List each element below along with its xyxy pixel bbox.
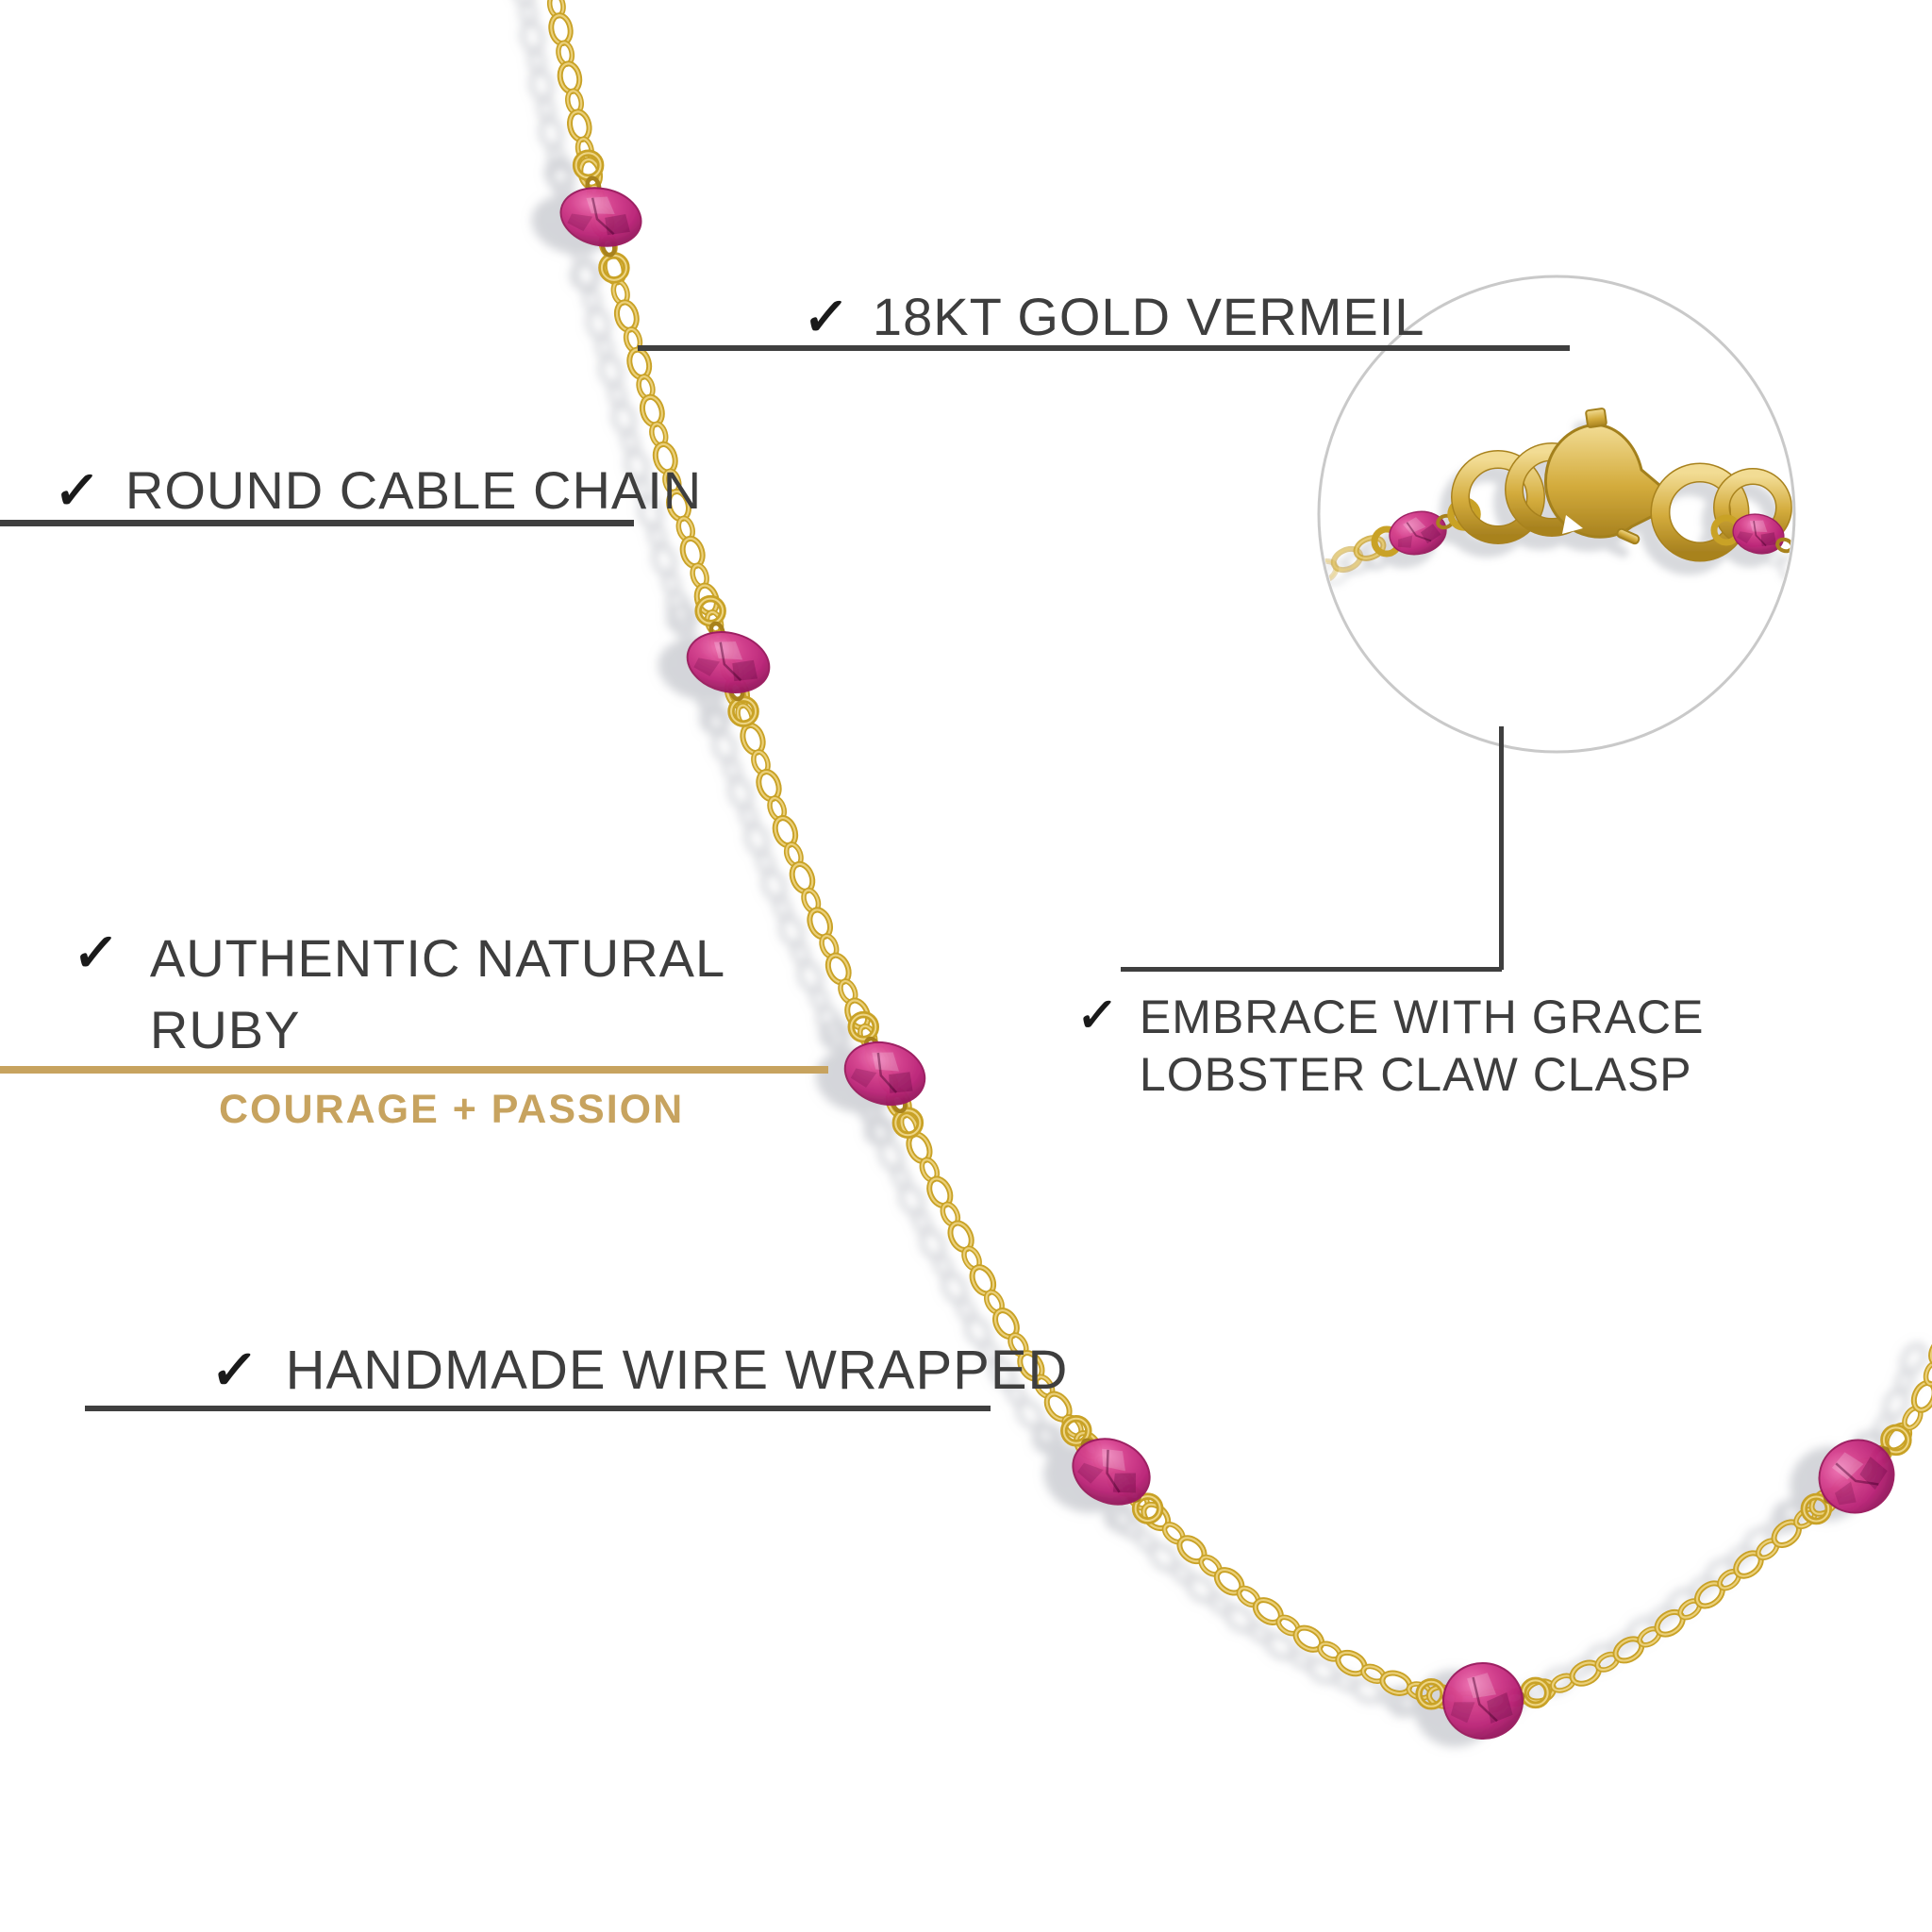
ruby-bead [1818, 1439, 1895, 1514]
underline-gold-vermeil [638, 345, 1570, 351]
callout-authentic-ruby-line1: AUTHENTIC NATURAL [149, 928, 726, 988]
ruby-bead [1442, 1661, 1524, 1740]
callout-lobster-clasp-line1: EMBRACE WITH GRACE [1139, 991, 1705, 1043]
callout-cable-chain-label: ROUND CABLE CHAIN [125, 460, 703, 520]
underline-cable-chain [0, 520, 634, 526]
callout-handmade-label: HANDMADE WIRE WRAPPED [285, 1340, 1069, 1401]
callout-lobster-clasp-label: EMBRACE WITH GRACE LOBSTER CLAW CLASP [1140, 989, 1705, 1104]
callout-authentic-ruby: ✓ AUTHENTIC NATURAL RUBY [70, 923, 725, 1066]
checkmark-icon: ✓ [1074, 989, 1120, 1041]
callout-authentic-ruby-label: AUTHENTIC NATURAL RUBY [150, 923, 725, 1066]
lobster-clasp [1544, 423, 1673, 539]
ruby-bead [559, 187, 642, 247]
ruby-bead [686, 631, 771, 693]
checkmark-icon: ✓ [800, 287, 852, 346]
callout-gold-vermeil: ✓ 18KT GOLD VERMEIL [800, 287, 1425, 347]
callout-lobster-clasp: ✓ EMBRACE WITH GRACE LOBSTER CLAW CLASP [1074, 989, 1705, 1104]
clasp-inset-detail [1321, 408, 1792, 586]
callout-handmade: ✓ HANDMADE WIRE WRAPPED [208, 1340, 1069, 1403]
ruby-bead [1389, 510, 1447, 556]
connector-line-vertical [1499, 726, 1504, 970]
checkmark-icon: ✓ [51, 460, 103, 520]
ruby-bead [1072, 1438, 1151, 1506]
callout-gold-vermeil-label: 18KT GOLD VERMEIL [872, 287, 1425, 346]
callout-cable-chain: ✓ ROUND CABLE CHAIN [51, 460, 703, 521]
necklace-chain [546, 0, 1932, 1740]
checkmark-icon: ✓ [208, 1340, 261, 1401]
ruby-tagline: COURAGE + PASSION [219, 1087, 685, 1132]
checkmark-icon: ✓ [70, 923, 122, 982]
divider-gold-accent [0, 1066, 828, 1074]
callout-lobster-clasp-line2: LOBSTER CLAW CLASP [1139, 1048, 1692, 1101]
connector-line-horizontal [1121, 967, 1502, 972]
callout-authentic-ruby-line2: RUBY [149, 1000, 301, 1059]
underline-handmade [85, 1406, 991, 1411]
ruby-bead [843, 1041, 926, 1106]
